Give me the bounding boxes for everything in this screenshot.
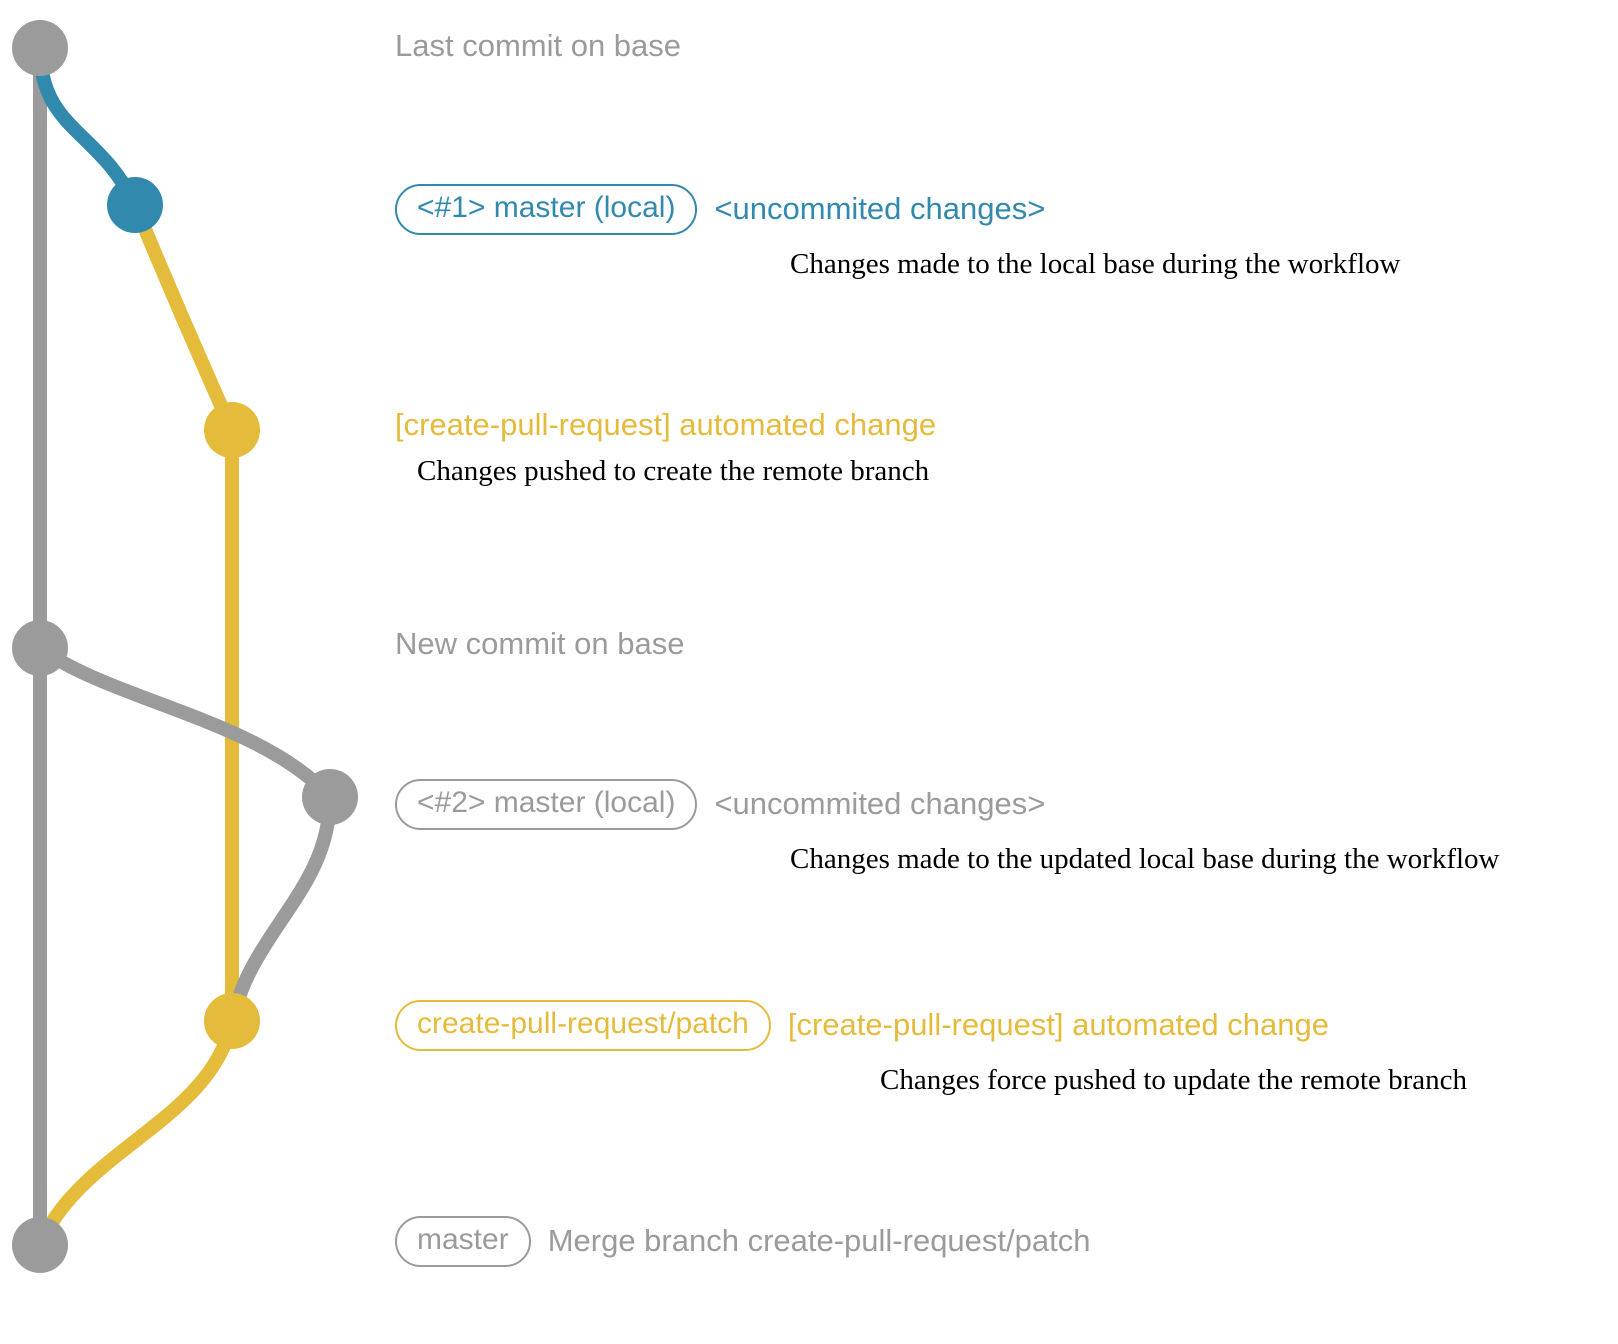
- commit-subject-local-1: <uncommited changes>: [714, 190, 1046, 226]
- commit-row-last-commit-on-base: Last commit on base: [395, 28, 682, 63]
- branch-badge-master-local-2[interactable]: <#2> master (local): [395, 779, 698, 830]
- commit-row-main: create-pull-request/patch [create-pull-r…: [395, 1000, 1467, 1051]
- commit-row-merge-commit: master Merge branch create-pull-request/…: [395, 1216, 1090, 1267]
- branch-line-base-to-local2: [33, 641, 337, 804]
- commit-node-last-commit-on-base[interactable]: [12, 20, 68, 76]
- commit-row-local-2: <#2> master (local) <uncommited changes>…: [395, 779, 1500, 874]
- branch-badge-master-local-1[interactable]: <#1> master (local): [395, 184, 698, 235]
- commit-row-local-1: <#1> master (local) <uncommited changes>…: [395, 184, 1400, 279]
- commit-row-automated-change-1: [create-pull-request] automated change C…: [395, 407, 937, 487]
- commit-node-merge-commit-master[interactable]: [12, 1217, 68, 1273]
- commit-row-automated-change-2: create-pull-request/patch [create-pull-r…: [395, 1000, 1467, 1095]
- commit-row-main: New commit on base: [395, 626, 685, 661]
- commit-subject-automated-change-1: [create-pull-request] automated change: [395, 407, 937, 442]
- commit-subject-new-commit-on-base: New commit on base: [395, 626, 685, 661]
- commit-row-main: Last commit on base: [395, 28, 682, 63]
- commit-row-new-commit-on-base: New commit on base: [395, 626, 685, 661]
- commit-subject-merge-commit: Merge branch create-pull-request/patch: [547, 1222, 1091, 1258]
- git-graph: [12, 20, 358, 1273]
- commit-note-automated-change-1: Changes pushed to create the remote bran…: [417, 454, 930, 487]
- commit-node-uncommitted-changes-2[interactable]: [302, 769, 358, 825]
- commit-note-local-1: Changes made to the local base during th…: [790, 247, 1401, 280]
- branch-line-local2-to-automated2: [225, 790, 337, 1028]
- commit-node-automated-change-2[interactable]: [204, 993, 260, 1049]
- commit-row-main: master Merge branch create-pull-request/…: [395, 1216, 1090, 1267]
- commit-row-main: <#2> master (local) <uncommited changes>: [395, 779, 1500, 830]
- commit-node-new-commit-on-base[interactable]: [12, 620, 68, 676]
- commit-row-main: <#1> master (local) <uncommited changes>: [395, 184, 1400, 235]
- branch-badge-master[interactable]: master: [395, 1216, 531, 1267]
- commit-note-automated-change-2: Changes force pushed to update the remot…: [880, 1063, 1468, 1096]
- commit-row-main: [create-pull-request] automated change: [395, 407, 937, 442]
- commit-node-automated-change-1[interactable]: [204, 402, 260, 458]
- commit-note-local-2: Changes made to the updated local base d…: [790, 842, 1500, 875]
- branch-line-automated2-to-merge: [33, 1014, 239, 1252]
- commit-node-uncommitted-changes-1[interactable]: [107, 177, 163, 233]
- branch-badge-create-pull-request-patch[interactable]: create-pull-request/patch: [395, 1000, 771, 1051]
- commit-subject-last-commit-on-base: Last commit on base: [395, 28, 682, 63]
- commit-subject-local-2: <uncommited changes>: [714, 785, 1046, 821]
- commit-subject-automated-change-2: [create-pull-request] automated change: [787, 1006, 1329, 1042]
- branch-line-local1-to-automated1: [128, 198, 239, 437]
